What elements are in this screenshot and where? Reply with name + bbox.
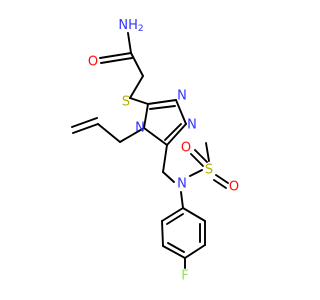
bond-n-phenyl [180,191,184,209]
bond-sulfonyl-oxygen-b [215,174,229,184]
bond-sulfonyl-oxygen-b-double [213,179,227,189]
bond-carbonyl-oxygen [99,52,132,59]
atom-label-ring-n-left: N [135,121,145,136]
atom-label-fluorine: F [181,269,188,284]
bond-n-sulfonyl [189,169,203,177]
bond-ring-methylene [162,144,168,173]
bond-nh2-carbonyl [127,32,132,54]
atom-label-carbonyl-oxygen: O [88,55,98,70]
bond-sulfonyl-methyl [205,142,210,162]
bond-ring-c3-n2-double [149,105,176,110]
bond-ring-n2-n1 [175,99,187,125]
atom-label-layer: NH2 O S N N N N S O O F [88,18,239,284]
bond-phenyl-4-5-double [167,242,185,253]
bond-methylene-sulfonamide [162,171,175,183]
bond-methylene-thioether [129,75,144,99]
bond-phenyl-6-1 [161,207,184,222]
atom-label-sulfonyl-sulfur: S [205,163,213,178]
atom-label-nh2-subscript: 2 [138,24,144,34]
bond-ring-c3-n2 [147,99,177,105]
bond-sulfonyl-oxygen-a [190,153,204,167]
bond-carbonyl-methylene [130,52,144,77]
bond-layer [71,32,229,269]
atom-label-sulfonamide-nitrogen: N [177,177,187,192]
bond-allyl-terminal-double [71,117,98,128]
atom-label-nh2-main: NH [118,18,138,33]
bond-n4-allyl [119,127,145,143]
molecule-structure: NH2 O S N N N N S O O F [71,18,239,284]
bond-ring-c5-n4 [143,127,168,146]
bond-phenyl-1-2 [182,207,206,222]
bond-ring-n4-c3 [143,103,149,129]
bond-allyl-terminal [72,123,99,134]
bond-allyl-vinyl [97,123,121,143]
bond-ring-n1-c5 [166,123,187,146]
atom-label-ring-n-right: N [187,118,197,133]
bond-sulfonyl-oxygen-a-double [194,149,208,163]
bond-phenyl-6-1-double [166,213,184,225]
bond-phenyl-4-5 [162,245,186,259]
bond-phenyl-3-4 [184,244,206,259]
atom-label-thioether-sulfur: S [122,95,130,110]
atom-label-sulfonyl-oxygen-right: O [229,180,239,195]
atom-label-nh2: NH2 [118,18,143,35]
bond-thioether-ring [129,97,149,105]
bond-phenyl-5-6 [161,220,164,247]
bond-ring-n1-c5-double [164,123,182,141]
atom-label-sulfonyl-oxygen-left: O [181,141,191,156]
atom-label-ring-n-upper: N [177,89,187,104]
bond-carbonyl-oxygen-double [100,57,133,64]
